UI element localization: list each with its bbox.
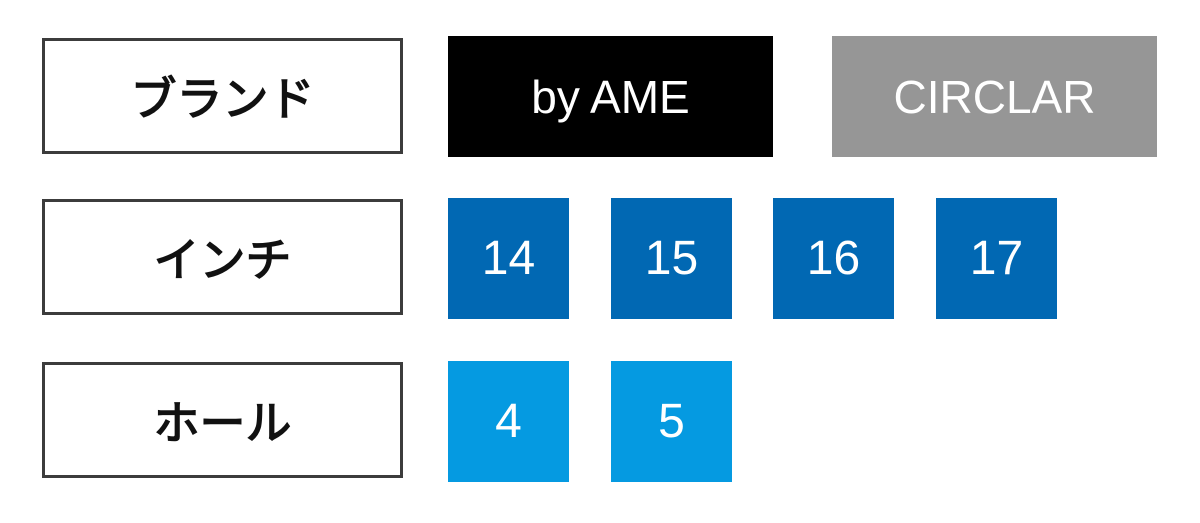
inch-option-15[interactable]: 15	[611, 198, 732, 319]
inch-option-14[interactable]: 14	[448, 198, 569, 319]
brand-option-circlar[interactable]: CIRCLAR	[832, 36, 1157, 157]
brand-label: ブランド	[42, 38, 403, 154]
inch-option-17[interactable]: 17	[936, 198, 1057, 319]
hole-label: ホール	[42, 362, 403, 478]
inch-label: インチ	[42, 199, 403, 315]
brand-option-by-ame[interactable]: by AME	[448, 36, 773, 157]
hole-option-5[interactable]: 5	[611, 361, 732, 482]
hole-option-4[interactable]: 4	[448, 361, 569, 482]
inch-option-16[interactable]: 16	[773, 198, 894, 319]
